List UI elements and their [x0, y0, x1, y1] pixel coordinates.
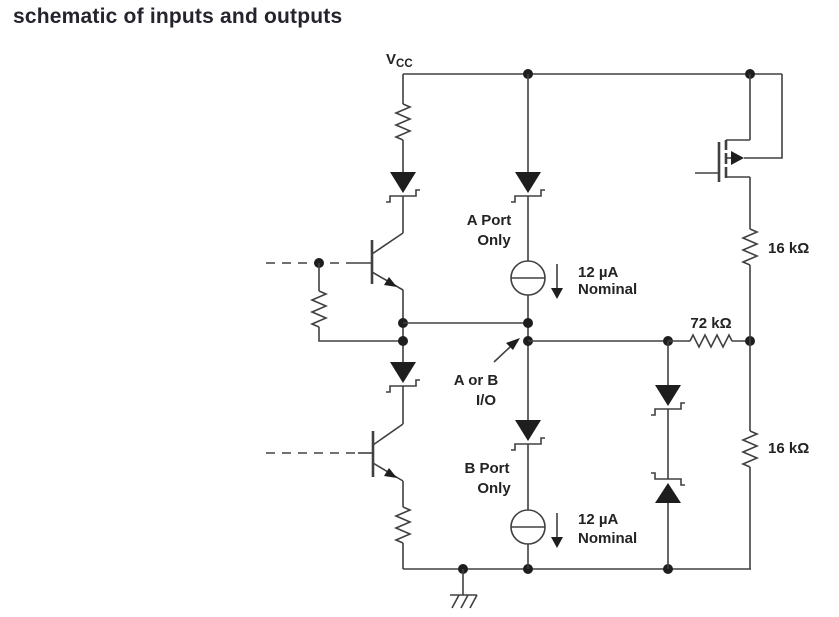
npn-transistor-lower: [358, 423, 404, 482]
base-input-dashed-upper: [266, 258, 353, 268]
current-arrow-head: [551, 537, 563, 548]
current-b-label-line2: Nominal: [578, 530, 637, 547]
base-pulldown-resistor: [309, 263, 403, 342]
diode-triangle: [515, 172, 541, 193]
body-arrow: [731, 151, 744, 165]
resistor-72k: [528, 333, 755, 349]
emitter-resistor: [393, 481, 413, 569]
svg-text:VCC: VCC: [386, 51, 413, 70]
current-b-label-line1: 12 µA: [578, 511, 618, 528]
diode-triangle: [390, 172, 416, 193]
b-port-label-line2: Only: [477, 480, 511, 497]
vcc-label-main: V: [386, 51, 396, 68]
resistor-zigzag: [689, 333, 733, 349]
junction-dot: [523, 318, 533, 328]
resistor-16k-upper: [740, 228, 760, 341]
clamp-diode-pair: [651, 341, 685, 569]
body-wire: [744, 74, 783, 159]
a-port-label-line1: A Port: [467, 212, 511, 229]
resistor-zigzag: [740, 228, 760, 266]
a-port-label-line2: Only: [477, 232, 511, 249]
current-a-label-line1: 12 µA: [578, 264, 618, 281]
junction-dot: [398, 336, 408, 346]
current-source-a: [510, 260, 563, 299]
diode-triangle: [390, 362, 416, 383]
vcc-label: VCC: [386, 51, 413, 70]
io-pointer-arrow: [493, 338, 520, 363]
current-source-b: [510, 509, 563, 569]
schottky-cathode-bar: [651, 472, 685, 486]
ground-rail: [403, 564, 751, 574]
diode-triangle: [655, 385, 681, 406]
vcc-label-sub: CC: [396, 58, 413, 70]
ground-hatch: [451, 594, 478, 609]
collector-lead: [371, 232, 404, 255]
resistor-zigzag: [393, 103, 413, 141]
resistor-16k-upper-label: 16 kΩ: [768, 240, 809, 257]
vcc-rail: [403, 69, 782, 79]
b-port-label-line1: B Port: [465, 460, 510, 477]
pointer-head: [506, 338, 520, 350]
pointer-stem: [493, 346, 511, 363]
diode-triangle: [515, 420, 541, 441]
io-node-wires: [403, 295, 533, 420]
output-mosfet: [695, 74, 783, 229]
emitter-arrow: [384, 277, 397, 287]
schottky-diode-input-a: [386, 172, 420, 233]
emitter-arrow: [384, 468, 397, 478]
ground-symbol: [450, 569, 478, 609]
resistor-16k-lower-label: 16 kΩ: [768, 440, 809, 457]
io-label-line2: I/O: [476, 392, 496, 409]
schottky-diode-input-b: [386, 362, 420, 424]
current-a-label-line2: Nominal: [578, 281, 637, 298]
resistor-zigzag: [309, 290, 329, 328]
wire-segment: [318, 327, 403, 342]
diode-triangle-up: [655, 483, 681, 503]
resistor-zigzag: [740, 430, 760, 468]
io-label-line1: A or B: [454, 372, 499, 389]
schottky-diode-b-port: [511, 420, 545, 510]
resistor-zigzag: [393, 506, 413, 544]
page-title: schematic of inputs and outputs: [13, 5, 343, 28]
npn-transistor-upper: [353, 232, 404, 291]
input-pullup-resistor: [393, 74, 413, 172]
current-arrow-head: [551, 288, 563, 299]
left-column-wire: [398, 290, 408, 362]
schottky-diode-a-port: [511, 172, 545, 261]
resistor-16k-lower: [740, 341, 760, 569]
collector-lead: [372, 423, 404, 446]
resistor-72k-label: 72 kΩ: [690, 315, 731, 332]
